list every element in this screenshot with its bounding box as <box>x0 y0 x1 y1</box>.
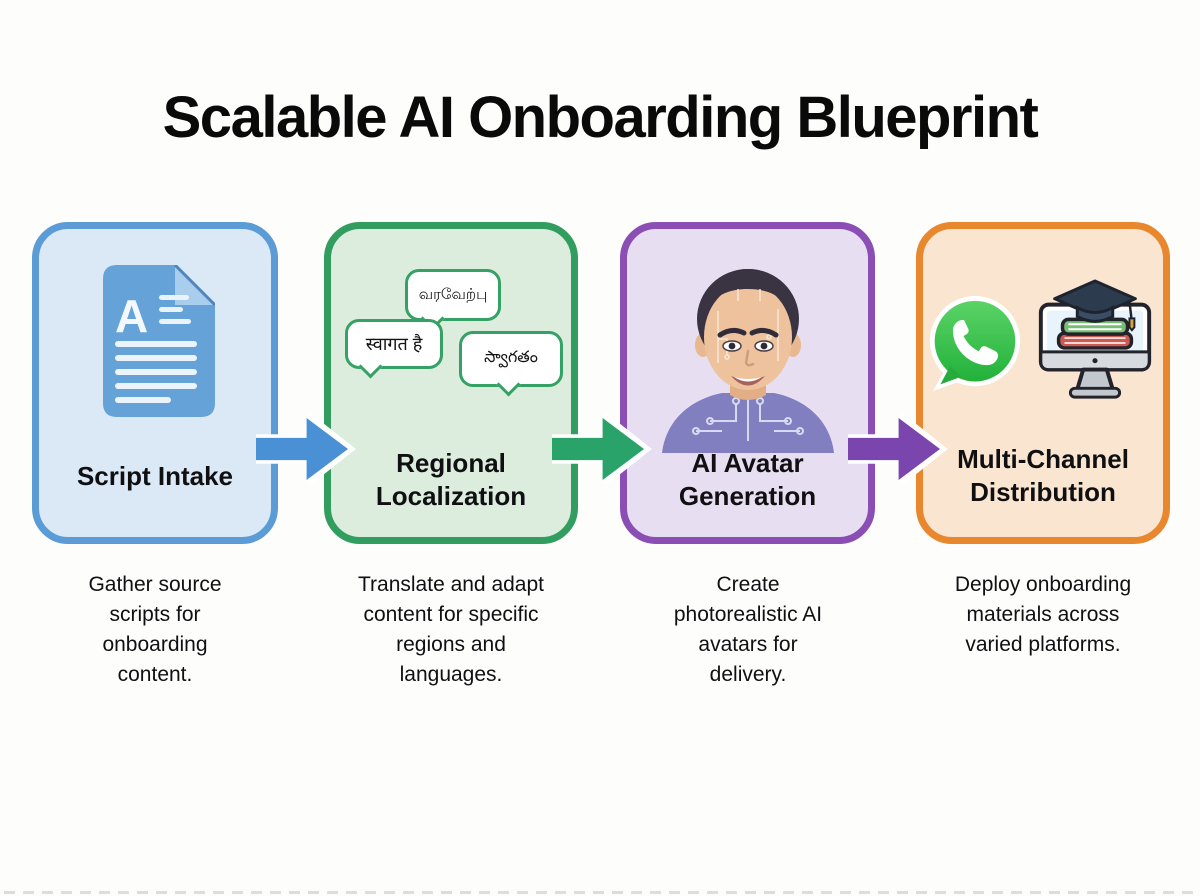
step-card-script-intake: A Script Intake <box>32 222 278 544</box>
flow-arrow-fill <box>848 418 940 480</box>
document-icon: A <box>95 263 217 417</box>
flow-arrow-1 <box>256 412 356 486</box>
flow-arrow-fill <box>256 418 348 480</box>
step-description-script-intake: Gather source scripts for onboarding con… <box>88 573 222 686</box>
whatsapp-icon <box>927 295 1023 395</box>
step-label-script-intake: Script Intake <box>76 461 234 491</box>
speech-bubble-telugu: స్వాగతం <box>459 331 563 387</box>
svg-text:A: A <box>115 290 148 342</box>
elearning-monitor-icon <box>1031 279 1159 407</box>
step-label-multi-channel-distribution: Multi-Channel Distribution <box>957 444 1129 507</box>
step-description-ai-avatar-generation: Create photorealistic AI avatars for del… <box>673 573 823 686</box>
step-card-ai-avatar-generation: AI Avatar Generation <box>620 222 875 544</box>
step-label-regional-localization: Regional Localization <box>375 448 527 511</box>
speech-bubbles-icon: வரவேற்பு स्वागत है స్వాగతం <box>331 229 571 537</box>
flow-arrow-2 <box>552 412 652 486</box>
speech-bubble-hindi: स्वागत है <box>345 319 443 369</box>
step-description-multi-channel-distribution: Deploy onboarding materials across varie… <box>954 573 1132 656</box>
flow-arrow-fill <box>552 418 644 480</box>
bottom-noise-strip <box>4 891 1196 894</box>
bubble-text: స్వాగతం <box>484 349 538 366</box>
bubble-text: स्वागत है <box>365 334 423 354</box>
flow-arrow-3 <box>848 412 948 486</box>
channel-icons <box>923 279 1163 407</box>
ai-avatar-icon <box>648 245 848 453</box>
step-description-regional-localization: Translate and adapt content for specific… <box>357 573 545 686</box>
step-label-ai-avatar-generation: AI Avatar Generation <box>678 448 817 511</box>
speech-bubble-tamil: வரவேற்பு <box>405 269 501 321</box>
bubble-text: வரவேற்பு <box>418 285 488 303</box>
page-title: Scalable AI Onboarding Blueprint <box>162 85 1039 150</box>
step-card-multi-channel-distribution: Multi-Channel Distribution <box>916 222 1170 544</box>
step-card-regional-localization: வரவேற்பு स्वागत है స్వాగతం Regional Loca… <box>324 222 578 544</box>
